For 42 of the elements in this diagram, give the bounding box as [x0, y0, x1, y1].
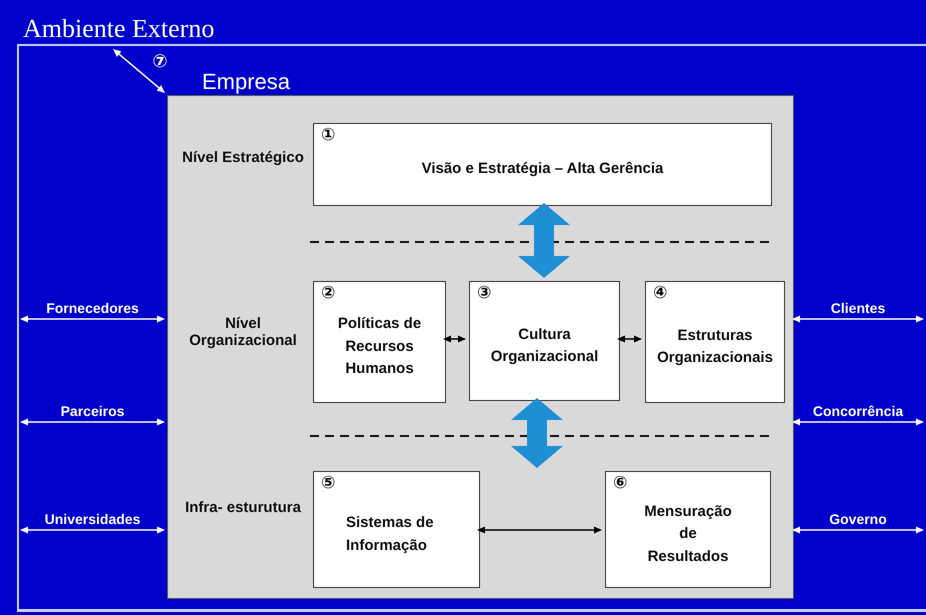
double-arrow — [113, 49, 165, 93]
double-arrow — [20, 418, 165, 426]
double-block-arrow — [518, 203, 570, 278]
circled-number: ⑤ — [321, 475, 336, 492]
edge-label: Parceiros — [60, 403, 124, 419]
circled-number: ④ — [653, 285, 668, 302]
edge-label: Concorrência — [812, 403, 904, 419]
circled-number: ③ — [477, 285, 492, 302]
double-arrow — [477, 526, 602, 534]
process-box — [605, 471, 771, 588]
double-arrow — [20, 526, 165, 534]
double-block-arrow — [511, 398, 563, 468]
double-arrow — [792, 526, 924, 534]
environment-heading: Ambiente Externo — [23, 14, 214, 44]
box-text: Sistemas de Informação — [346, 513, 435, 556]
circled-number: ① — [321, 127, 336, 144]
box-text: Cultura Organizacional — [490, 324, 600, 367]
process-box — [645, 281, 785, 403]
edge-label: Universidades — [44, 511, 140, 527]
level-label: Nível Estratégico — [181, 150, 305, 166]
circled-number: ⑥ — [613, 475, 628, 492]
double-arrow — [20, 316, 165, 322]
circled-number: ② — [321, 285, 336, 302]
double-arrow — [792, 418, 924, 426]
process-box — [313, 471, 480, 588]
edge-label: Fornecedores — [46, 300, 139, 316]
edge-label: Clientes — [830, 300, 886, 316]
edge-label: ⑦ — [152, 51, 168, 72]
process-box — [313, 123, 772, 206]
process-box — [469, 281, 620, 401]
box-text: Mensuração de Resultados — [643, 502, 733, 567]
box-text: Visão e Estratégia – Alta Gerência — [422, 159, 664, 180]
box-text: Políticas de Recursos Humanos — [336, 314, 422, 380]
double-arrow — [792, 316, 924, 322]
company-heading: Empresa — [202, 69, 290, 95]
box-text: Estruturas Organizacionais — [656, 326, 774, 368]
process-box — [313, 281, 446, 403]
edge-label: Governo — [829, 511, 887, 527]
level-label: Nível Organizacional — [188, 316, 298, 349]
level-label: Infra- esturutura — [184, 500, 302, 516]
double-arrow — [443, 336, 466, 342]
double-arrow — [617, 336, 642, 342]
